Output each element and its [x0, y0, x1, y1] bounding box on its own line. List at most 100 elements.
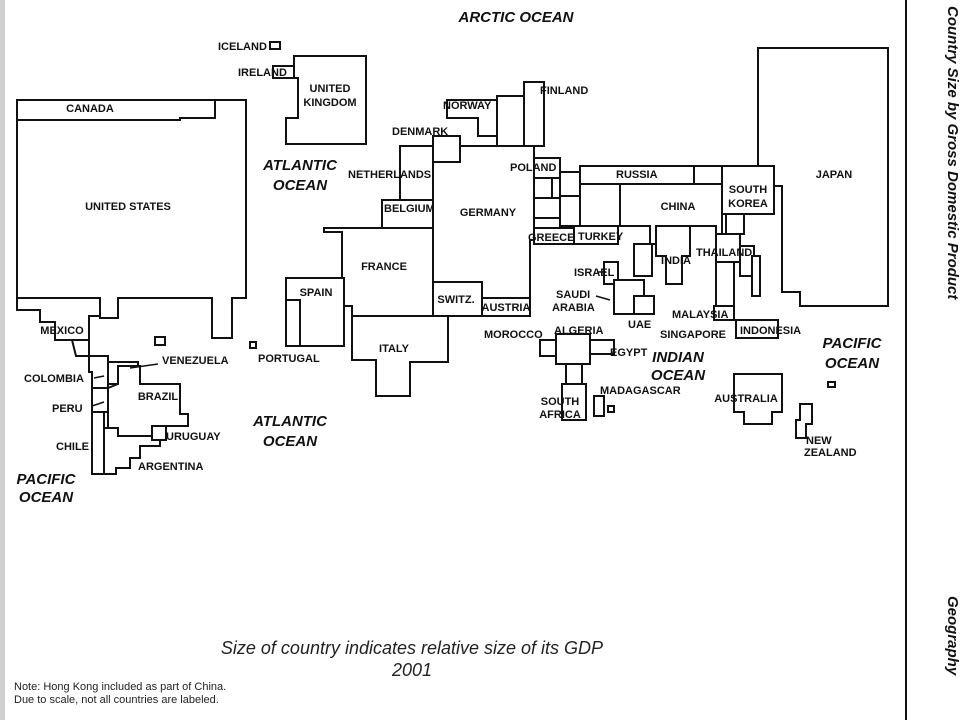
- madagascar-shape: [593, 395, 605, 417]
- romania-shape: [559, 195, 581, 227]
- side-title-bottom: Geography: [944, 596, 960, 676]
- uae-label: UAE: [628, 319, 651, 331]
- united-states-label: UNITED STATES: [85, 201, 171, 213]
- pacific-east-label-1: PACIFIC: [823, 335, 883, 352]
- france-shape: [323, 227, 434, 317]
- south-korea-label-2: KOREA: [728, 198, 768, 210]
- italy-label: ITALY: [379, 343, 410, 355]
- denmark-shape: [432, 135, 461, 163]
- singapore-shape: [713, 305, 735, 321]
- russia-label: RUSSIA: [616, 169, 658, 181]
- italy-shape: [351, 315, 449, 397]
- pacific-east-label-2: OCEAN: [825, 355, 880, 372]
- uruguay-label: URUGUAY: [166, 431, 221, 443]
- iceland-label: ICELAND: [218, 41, 267, 53]
- central-america-shape: [70, 339, 90, 357]
- map-note-line-2: Due to scale, not all countries are labe…: [14, 694, 219, 706]
- morocco-label: MOROCCO: [484, 329, 543, 341]
- caribbean-islet: [154, 336, 166, 346]
- argentina-shape: [103, 427, 161, 475]
- norway-label: NORWAY: [443, 100, 492, 112]
- belgium-label: BELGIUM: [384, 203, 435, 215]
- atlantic-south-label-1: ATLANTIC: [252, 413, 328, 430]
- philippines-shape: [751, 255, 761, 297]
- pacific-west-label-1: PACIFIC: [17, 471, 77, 488]
- map-caption-line-2: 2001: [391, 660, 432, 680]
- egypt-label: EGYPT: [610, 347, 648, 359]
- taiwan-shape: [725, 213, 745, 235]
- pacific-islet: [827, 381, 836, 388]
- indian-ocean-label-2: OCEAN: [651, 367, 706, 384]
- atlantic-south-label-2: OCEAN: [263, 433, 318, 450]
- morocco-shape: [539, 339, 557, 357]
- israel-label: ISRAEL: [574, 267, 615, 279]
- poland-label: POLAND: [510, 162, 557, 174]
- sweden-shape: [496, 95, 525, 147]
- kazakhstan-shape: [579, 183, 621, 227]
- colombia-label: COLOMBIA: [24, 373, 84, 385]
- atlantic-north-label-2: OCEAN: [273, 177, 328, 194]
- singapore-label: SINGAPORE: [660, 329, 726, 341]
- new-zealand-shape: [795, 403, 813, 439]
- mexico-label: MEXICO: [40, 325, 84, 337]
- united-kingdom-label-2: KINGDOM: [303, 97, 356, 109]
- baltic-shape: [559, 171, 581, 197]
- new-zealand-label-2: ZEALAND: [804, 447, 857, 459]
- germany-label: GERMANY: [460, 207, 517, 219]
- map-caption-line-1: Size of country indicates relative size …: [221, 638, 603, 658]
- mongolia-shape: [693, 165, 723, 185]
- saudi-arabia-label-1: SAUDI: [556, 289, 590, 301]
- chile-label: CHILE: [56, 441, 89, 453]
- india-shape: [655, 225, 691, 285]
- south-africa-shape: [561, 383, 587, 421]
- iceland-shape: [269, 41, 281, 50]
- france-label: FRANCE: [361, 261, 407, 273]
- netherlands-label: NETHERLANDS: [348, 169, 431, 181]
- south-korea-shape: [721, 165, 775, 215]
- czech-shape: [533, 177, 553, 199]
- south-africa-label-2: AFRICA: [539, 409, 581, 421]
- south-africa-label-1: SOUTH: [541, 396, 580, 408]
- denmark-label: DENMARK: [392, 126, 448, 138]
- uae-shape: [633, 295, 655, 315]
- finland-label: FINLAND: [540, 85, 588, 97]
- new-zealand-label-1: NEW: [806, 435, 832, 447]
- algeria-shape: [555, 333, 591, 365]
- uruguay-shape: [151, 425, 167, 441]
- saudi-arabia-label-2: ARABIA: [552, 302, 595, 314]
- canada-label: CANADA: [66, 103, 114, 115]
- venezuela-leader: [129, 363, 159, 369]
- switzerland-label: SWITZ.: [437, 294, 474, 306]
- finland-shape: [523, 81, 545, 147]
- portugal-shape: [285, 299, 301, 347]
- atlantic-north-label-1: ATLANTIC: [262, 157, 338, 174]
- arctic-ocean-label: ARCTIC OCEAN: [458, 9, 575, 26]
- left-edge-strip: [0, 0, 5, 720]
- japan-label: JAPAN: [816, 169, 853, 181]
- hungary-shape: [533, 197, 561, 219]
- peru-label: PERU: [52, 403, 83, 415]
- south-korea-label-1: SOUTH: [729, 184, 768, 196]
- portugal-label: PORTUGAL: [258, 353, 320, 365]
- australia-shape: [733, 373, 783, 425]
- australia-label: AUSTRALIA: [714, 393, 778, 405]
- indonesia-label: INDONESIA: [740, 325, 801, 337]
- united-kingdom-shape: [285, 55, 367, 145]
- japan-shape: [757, 47, 889, 307]
- madagascar-label: MADAGASCAR: [600, 385, 681, 397]
- pacific-west-label-2: OCEAN: [19, 489, 74, 506]
- atlantic-islet: [249, 341, 257, 349]
- chile-shape: [91, 411, 105, 475]
- greece-label: GREECE: [528, 232, 574, 244]
- austria-label: AUSTRIA: [482, 302, 531, 314]
- indonesia-shape: [735, 319, 779, 339]
- spain-label: SPAIN: [300, 287, 333, 299]
- austria-shape: [481, 297, 531, 317]
- peru-shape: [91, 387, 109, 413]
- thailand-label: THAILAND: [696, 247, 752, 259]
- china-label: CHINA: [661, 201, 696, 213]
- mexico-shape: [16, 297, 101, 341]
- saudi-leader: [595, 295, 611, 301]
- iran-shape: [633, 243, 653, 277]
